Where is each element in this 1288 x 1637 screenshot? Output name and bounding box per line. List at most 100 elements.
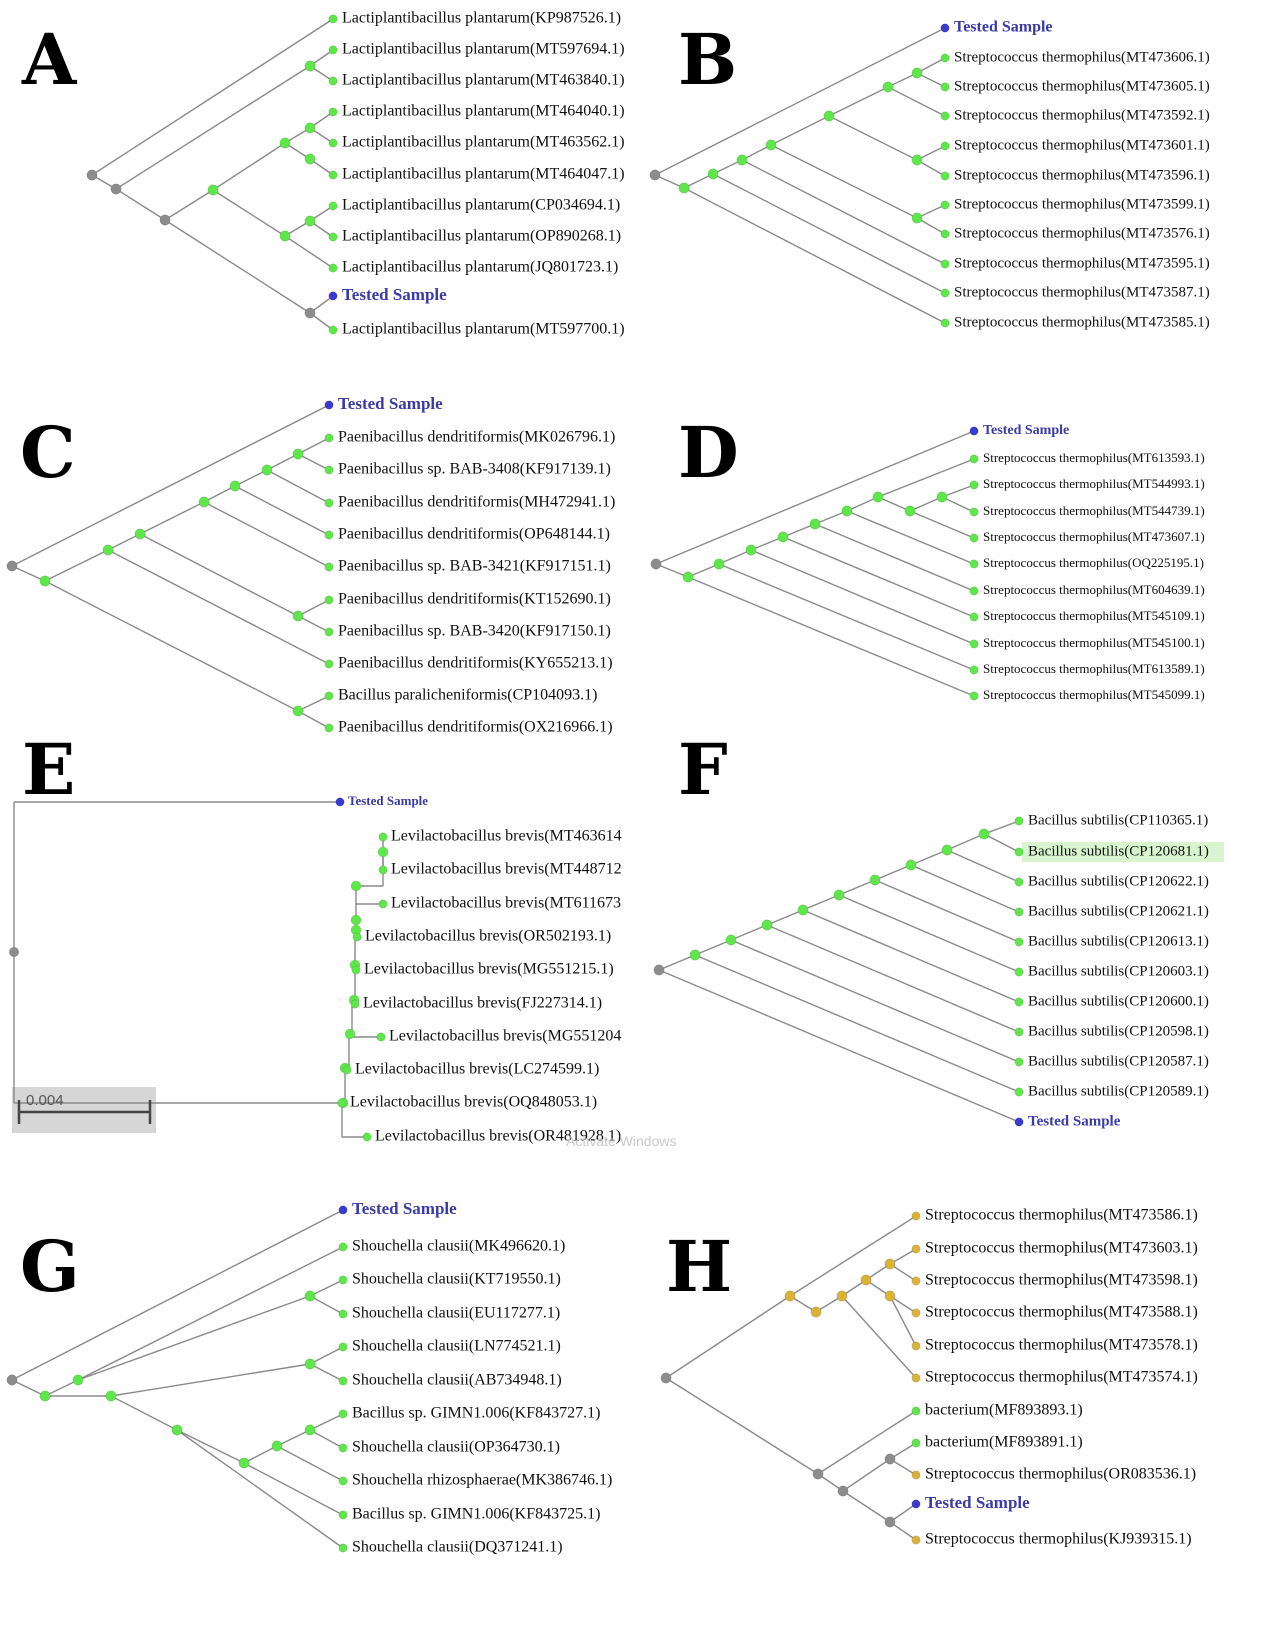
branch-line (887, 72, 918, 88)
internal-node (911, 212, 923, 224)
leaf-node (351, 965, 361, 975)
leaf-label: Streptococcus thermophilus(MT473588.1) (925, 1304, 1198, 1321)
leaf-node (940, 288, 950, 298)
scale-bar-label: 0.004 (26, 1092, 64, 1109)
branch-line (107, 549, 330, 665)
branch-line (916, 159, 946, 177)
internal-node (304, 60, 316, 72)
branch-line (750, 549, 975, 645)
internal-node (810, 1306, 822, 1318)
branch-line (665, 1377, 819, 1475)
branch-line (297, 710, 330, 729)
branch-line (654, 174, 685, 189)
leaf-label: Bacillus subtilis(CP120587.1) (1028, 1053, 1209, 1069)
branch-line (11, 1379, 46, 1397)
leaf-label: Paenibacillus sp. BAB-3408(KF917139.1) (338, 461, 611, 478)
internal-node (869, 874, 881, 886)
leaf-label: Levilactobacillus brevis(MT611673 (391, 895, 621, 912)
leaf-label: Streptococcus thermophilus(MT473605.1) (954, 78, 1210, 94)
internal-node (809, 518, 821, 530)
leaf-node (328, 14, 338, 24)
internal-node (905, 859, 917, 871)
branch-line (983, 820, 1020, 835)
branch-line (828, 115, 918, 161)
internal-node (649, 169, 661, 181)
tested-sample-label: Tested Sample (338, 394, 443, 413)
branch-line (941, 484, 975, 498)
branch-line (814, 510, 848, 525)
leaf-node (969, 507, 979, 517)
leaf-node (328, 325, 338, 335)
leaf-label: Levilactobacillus brevis(FJ227314.1) (363, 995, 602, 1012)
internal-node (261, 464, 273, 476)
internal-node (884, 1516, 896, 1528)
branch-line (946, 849, 1020, 883)
leaf-node (338, 1443, 348, 1453)
leaf-label: Lactiplantibacillus plantarum(MT464047.1… (342, 166, 625, 183)
internal-node (86, 169, 98, 181)
branch-line (139, 533, 299, 617)
leaf-node (940, 229, 950, 239)
leaf-node (324, 498, 334, 508)
internal-node (377, 846, 389, 858)
leaf-label: Bacillus subtilis(CP120600.1) (1028, 993, 1209, 1009)
leaf-node (1014, 967, 1024, 977)
leaf-node (969, 533, 979, 543)
branch-line (730, 924, 768, 941)
branch-layer (11, 18, 1020, 1549)
internal-node (39, 1390, 51, 1402)
leaf-node (338, 1376, 348, 1386)
branch-line (297, 615, 330, 633)
branch-line (297, 599, 330, 617)
branch-line (718, 549, 752, 565)
internal-node (292, 705, 304, 717)
internal-node (304, 1290, 316, 1302)
branch-line (276, 1429, 311, 1447)
internal-node (833, 889, 845, 901)
branch-line (712, 173, 946, 294)
internal-node (660, 1372, 672, 1384)
branch-line (916, 57, 946, 74)
branch-line (234, 485, 330, 536)
leaf-node (969, 691, 979, 701)
leaf-node (940, 200, 950, 210)
internal-node (936, 491, 948, 503)
internal-node (39, 575, 51, 587)
leaf-label: Shouchella clausii(OP364730.1) (352, 1439, 560, 1456)
branch-line (309, 1346, 344, 1365)
tested-sample-label: Tested Sample (925, 1493, 1030, 1512)
leaf-label: Bacillus subtilis(CP120603.1) (1028, 963, 1209, 979)
branch-line (842, 1490, 891, 1523)
branch-line (309, 1429, 344, 1449)
leaf-label: bacterium(MF893891.1) (925, 1434, 1083, 1451)
branch-line (877, 496, 911, 512)
branch-line (203, 501, 330, 568)
branch-line (983, 833, 1020, 853)
leaf-node (911, 1373, 921, 1383)
branch-line (838, 894, 1020, 973)
internal-node (304, 1424, 316, 1436)
leaf-node (378, 899, 388, 909)
internal-node (6, 560, 18, 572)
leaf-label: Paenibacillus dendritiformis(MH472941.1) (338, 494, 615, 511)
leaf-label: Bacillus subtilis(CP120613.1) (1028, 933, 1209, 949)
branch-line (802, 909, 1020, 1003)
branch-line (712, 159, 743, 175)
internal-node (784, 1290, 796, 1302)
branch-line (11, 565, 46, 582)
leaf-node (338, 1543, 348, 1553)
leaf-node (338, 1309, 348, 1319)
branch-line (654, 27, 946, 176)
internal-node (102, 544, 114, 556)
leaf-label: Streptococcus thermophilus(MT473606.1) (954, 49, 1210, 65)
internal-node (350, 914, 362, 926)
internal-node (736, 154, 748, 166)
leaf-node (324, 627, 334, 637)
branch-line (828, 86, 889, 117)
tested-sample-label: Tested Sample (983, 423, 1069, 438)
branch-line (789, 1215, 917, 1297)
internal-node (911, 67, 923, 79)
branch-line (909, 496, 943, 512)
branch-line (243, 1462, 344, 1516)
